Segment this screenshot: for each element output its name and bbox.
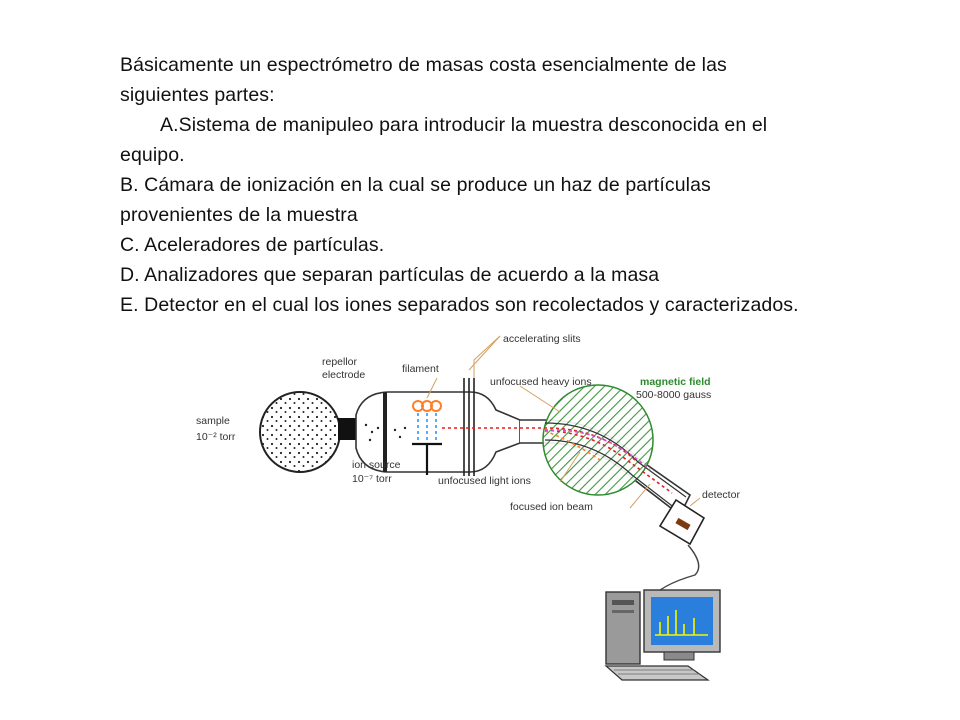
monitor-screen [651, 597, 713, 645]
label-ion-source: ion source [352, 459, 401, 471]
item-a: A.Sistema de manipuleo para introducir l… [120, 114, 768, 166]
label-gauss: 500-8000 gauss [636, 389, 711, 401]
sample-molecules [364, 423, 407, 442]
item-c: C. Aceleradores de partículas. [120, 234, 385, 256]
electron-beam [417, 413, 437, 445]
sample-inlet [338, 418, 356, 440]
flight-tube-inner [544, 422, 687, 513]
slide-text: Básicamente un espectrómetro de masas co… [120, 50, 800, 320]
label-focused-ion-beam: focused ion beam [510, 501, 593, 513]
detector [658, 498, 706, 546]
spectrum-peaks [655, 610, 708, 636]
magnetic-field-region [542, 384, 654, 496]
item-e: E. Detector en el cual los iones separad… [120, 294, 799, 316]
label-electrode: electrode [322, 369, 365, 381]
label-detector: detector [702, 489, 740, 501]
label-repellor: repellor [322, 356, 358, 368]
item-d: D. Analizadores que separan partículas d… [120, 264, 660, 286]
repellor-electrode [383, 392, 387, 472]
label-filament: filament [402, 363, 439, 375]
computer [604, 589, 721, 681]
label-magnetic-field: magnetic field [640, 376, 711, 388]
label-sample-pressure: 10⁻² torr [196, 431, 236, 443]
label-accelerating-slits: accelerating slits [503, 333, 581, 345]
leader-lines [426, 335, 701, 509]
label-unfocused-light-ions: unfocused light ions [438, 475, 531, 487]
label-unfocused-heavy-ions: unfocused heavy ions [490, 376, 592, 388]
filament-coils [412, 400, 442, 412]
label-ion-source-pressure: 10⁻⁷ torr [352, 473, 392, 485]
item-b: B. Cámara de ionización en la cual se pr… [120, 174, 711, 226]
ion-source-stand [412, 442, 442, 475]
sample-bulb [259, 391, 341, 473]
label-sample: sample [196, 415, 230, 427]
intro-text: Básicamente un espectrómetro de masas co… [120, 54, 727, 106]
ion-beams [442, 427, 673, 494]
accelerating-slits [463, 378, 475, 476]
